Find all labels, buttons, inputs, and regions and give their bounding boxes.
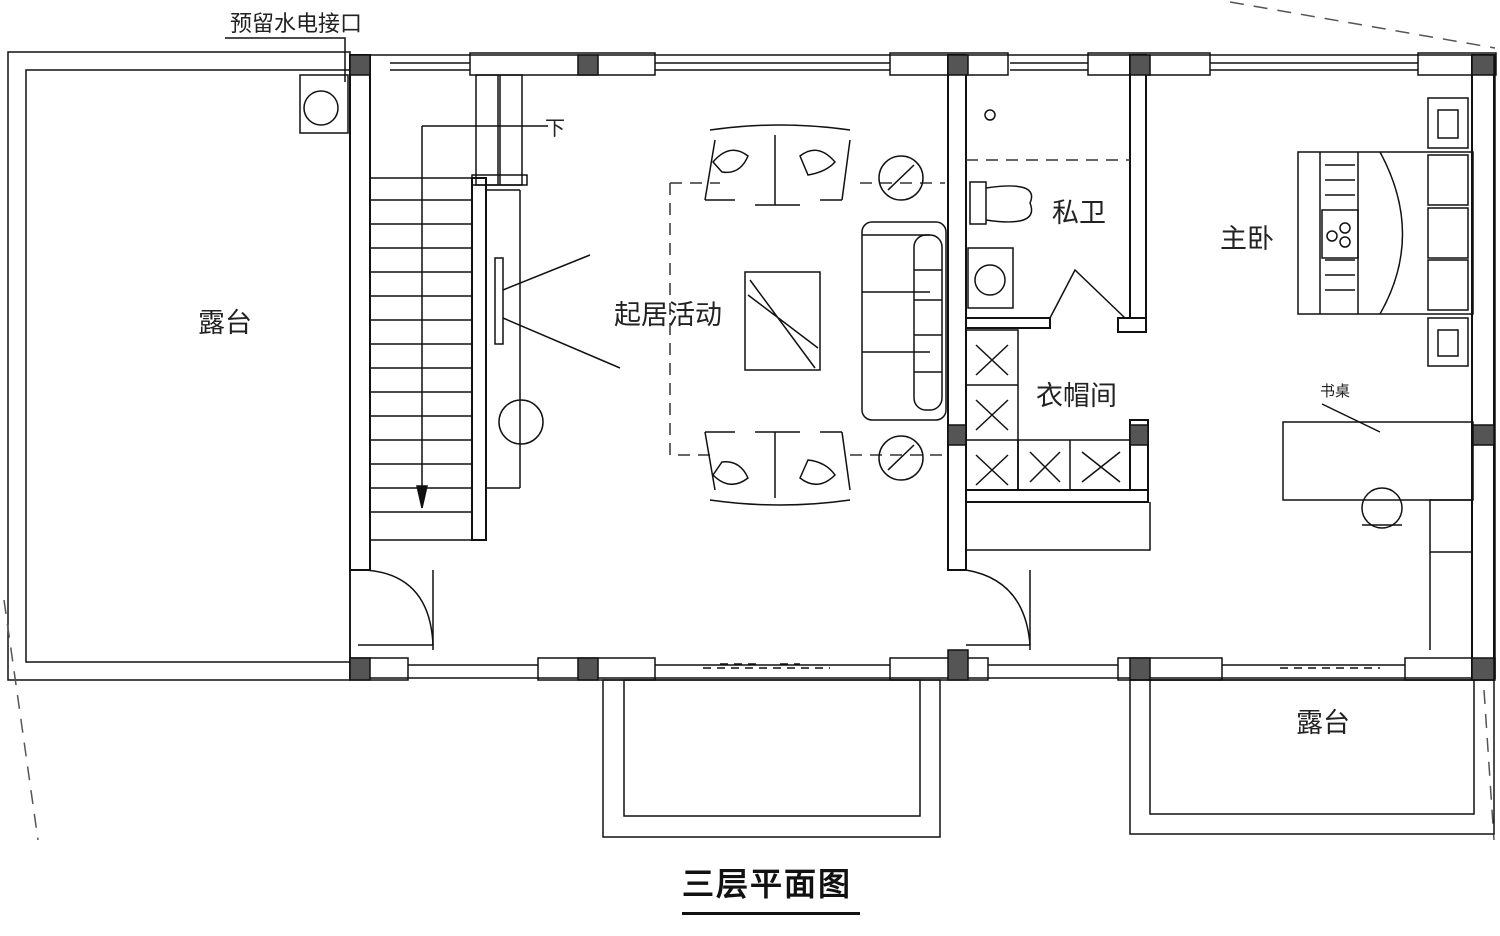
label-living: 起居活动 <box>614 300 722 331</box>
label-terrace-left: 露台 <box>198 308 252 339</box>
bottom-balcony-right <box>1129 679 1495 835</box>
left-terrace-outline <box>7 51 351 681</box>
label-reserved-utility: 预留水电接口 <box>230 12 363 37</box>
label-bathroom: 私卫 <box>1052 198 1106 229</box>
bed <box>1297 151 1474 315</box>
label-closet: 衣帽间 <box>1036 381 1117 412</box>
wall-left <box>349 54 371 571</box>
bottom-balcony-left <box>602 679 941 838</box>
wall-middle <box>947 54 967 571</box>
wall-right <box>1471 54 1495 679</box>
left-terrace-inner <box>25 69 351 663</box>
page-title: 三层平面图 <box>682 865 853 903</box>
label-stair-down: 下 <box>545 116 565 140</box>
sofa <box>861 221 947 421</box>
label-master-bedroom: 主卧 <box>1220 224 1274 255</box>
title-underline <box>682 912 860 915</box>
wall-bath-right <box>1129 54 1147 326</box>
label-desk: 书桌 <box>1320 382 1351 400</box>
desk <box>1282 421 1474 501</box>
coffee-table <box>744 271 821 371</box>
stair-steps <box>370 199 472 513</box>
label-terrace-right: 露台 <box>1296 708 1350 739</box>
